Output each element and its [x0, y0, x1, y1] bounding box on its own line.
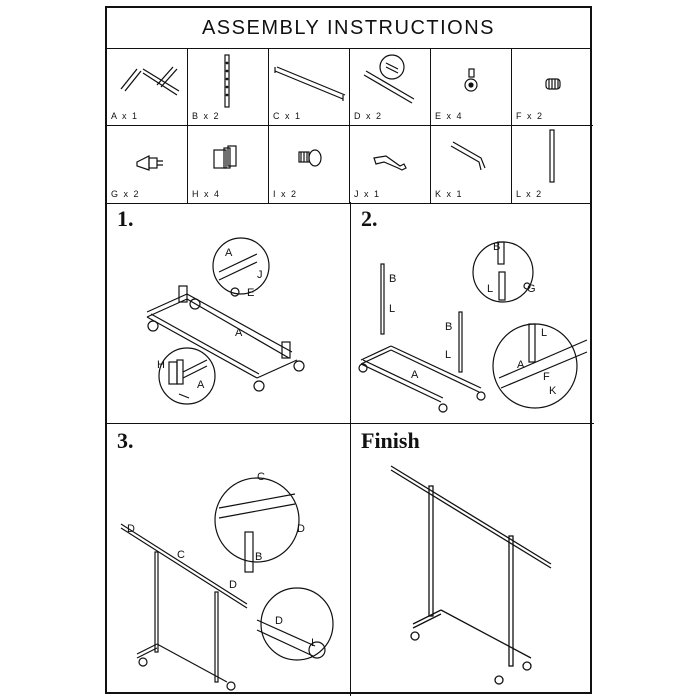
part-label: K x 1 — [435, 189, 464, 199]
callout-b: B — [445, 321, 452, 333]
callout-d: D — [275, 615, 283, 627]
part-label: I x 2 — [273, 189, 298, 199]
callout-d: D — [229, 579, 237, 591]
extension-bar-icon — [363, 54, 415, 104]
callout-a: A — [235, 327, 243, 339]
part-d: D x 2 — [350, 49, 431, 126]
part-g: G x 2 — [107, 126, 188, 203]
step-1-illustration: A J E A H A — [146, 237, 305, 405]
upright-tube-icon — [224, 54, 230, 108]
part-i: I x 2 — [269, 126, 350, 203]
callout-c: C — [177, 549, 185, 561]
caster-wheel-icon — [464, 68, 478, 92]
part-label: L x 2 — [516, 189, 543, 199]
step-number: 3. — [117, 428, 134, 453]
callout-c: C — [257, 471, 265, 483]
part-label: C x 1 — [273, 111, 302, 121]
finish-panel: Finish — [351, 424, 594, 696]
callout-g: G — [527, 283, 536, 295]
part-c: C x 1 — [269, 49, 350, 126]
callout-j: J — [257, 269, 263, 281]
part-a: A x 1 — [107, 49, 188, 126]
spring-icon — [545, 78, 561, 90]
part-label: H x 4 — [192, 189, 221, 199]
step-2-panel: 2. B L G B L L A A F K — [351, 202, 594, 424]
step-number: 2. — [361, 206, 378, 231]
part-label: B x 2 — [192, 111, 221, 121]
callout-h: H — [157, 359, 165, 371]
callout-b: B — [389, 273, 396, 285]
part-label: D x 2 — [354, 111, 383, 121]
step-number: 1. — [117, 206, 134, 231]
part-label: J x 1 — [354, 189, 381, 199]
callout-k: K — [549, 385, 557, 397]
callout-a: A — [225, 247, 233, 259]
callout-a: A — [517, 359, 525, 371]
callout-l: L — [445, 349, 451, 361]
step-3-illustration: C D B D C D D I — [120, 471, 334, 691]
part-k: K x 1 — [431, 126, 512, 203]
hex-key-icon — [450, 141, 486, 171]
callout-d: D — [297, 523, 305, 535]
callout-e: E — [247, 287, 254, 299]
instruction-sheet: ASSEMBLY INSTRUCTIONS A x 1 B x 2 — [105, 6, 594, 696]
part-b: B x 2 — [188, 49, 269, 126]
callout-b: B — [255, 551, 262, 563]
wrench-icon — [373, 155, 407, 171]
part-label: E x 4 — [435, 111, 464, 121]
part-e: E x 4 — [431, 49, 512, 126]
callout-l: L — [541, 327, 547, 339]
callout-f: F — [543, 371, 550, 383]
part-label: A x 1 — [111, 111, 139, 121]
step-1-panel: 1. A J E A H A — [107, 202, 351, 424]
part-label: F x 2 — [516, 111, 544, 121]
callout-b: B — [493, 241, 500, 253]
finished-rack-illustration — [390, 465, 552, 685]
step-number: Finish — [361, 428, 420, 453]
end-cap-icon — [298, 149, 322, 167]
callout-a: A — [197, 379, 205, 391]
part-l: L x 2 — [512, 126, 593, 203]
step-2-illustration: B L G B L L A A F K B L — [358, 241, 588, 413]
knob-screw-icon — [136, 155, 163, 171]
top-bar-icon — [274, 66, 346, 101]
callout-l: L — [389, 303, 395, 315]
callout-a: A — [411, 369, 419, 381]
callout-l: L — [487, 283, 493, 295]
parts-list: A x 1 B x 2 C x 1 — [107, 48, 593, 204]
clip-icon — [213, 145, 237, 169]
base-frame-icon — [120, 66, 180, 96]
callout-d: D — [127, 523, 135, 535]
page-title: ASSEMBLY INSTRUCTIONS — [201, 16, 496, 39]
part-f: F x 2 — [512, 49, 593, 126]
part-label: G x 2 — [111, 189, 141, 199]
lower-tube-icon — [549, 129, 555, 183]
step-3-panel: 3. C D B D C D D I — [107, 424, 351, 696]
callout-i: I — [311, 637, 314, 649]
part-j: J x 1 — [350, 126, 431, 203]
part-h: H x 4 — [188, 126, 269, 203]
